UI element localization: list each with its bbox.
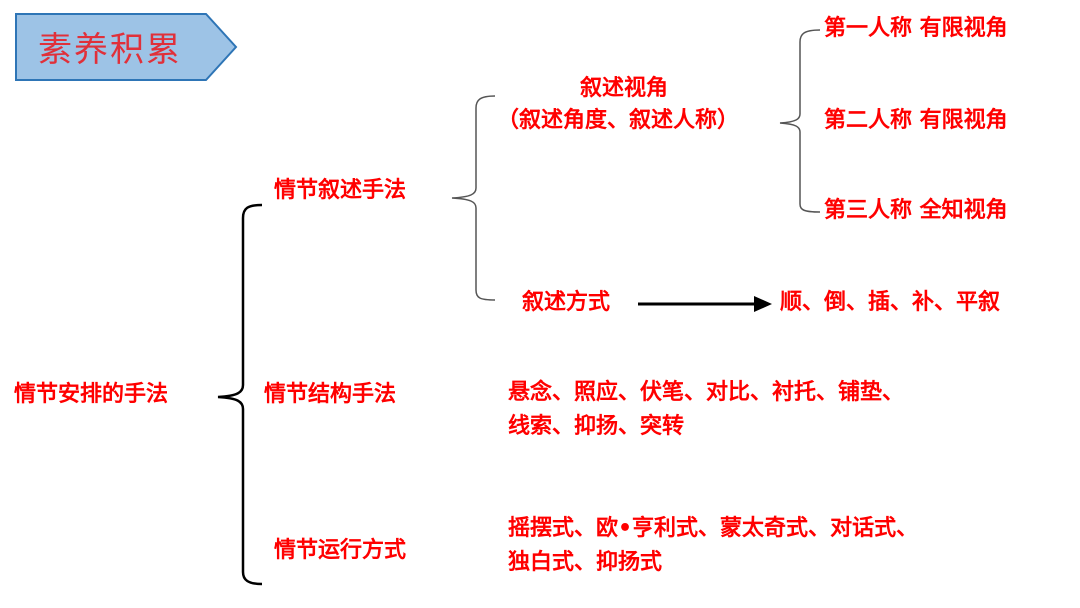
method-result: 顺、倒、插、补、平叙 bbox=[780, 290, 1001, 315]
narration-title: 情节叙述手法 bbox=[274, 178, 407, 203]
perspective-item-1: 第一人称 有限视角 bbox=[824, 16, 1008, 41]
perspective-subtitle: （叙述角度、叙述人称） bbox=[497, 108, 740, 133]
badge-shape bbox=[15, 13, 238, 81]
perspective-item-3: 第三人称 全知视角 bbox=[824, 198, 1008, 223]
operation-title: 情节运行方式 bbox=[274, 538, 407, 563]
root-bracket bbox=[217, 203, 263, 586]
perspective-bracket bbox=[779, 29, 821, 213]
structure-line-2: 线索、抑扬、突转 bbox=[508, 414, 685, 439]
operation-line-1: 摇摆式、欧•亨利式、蒙太奇式、对话式、 bbox=[508, 516, 919, 541]
narration-bracket bbox=[451, 95, 496, 301]
badge-title: 素养积累 bbox=[38, 30, 182, 70]
perspective-item-2: 第二人称 有限视角 bbox=[824, 108, 1008, 133]
method-title: 叙述方式 bbox=[522, 290, 611, 315]
method-arrow-head bbox=[754, 296, 772, 312]
root-label: 情节安排的手法 bbox=[14, 382, 169, 407]
structure-title: 情节结构手法 bbox=[264, 382, 397, 407]
structure-line-1: 悬念、照应、伏笔、对比、衬托、铺垫、 bbox=[508, 380, 905, 405]
operation-line-2: 独白式、抑扬式 bbox=[508, 550, 663, 575]
perspective-title: 叙述视角 bbox=[580, 76, 669, 101]
